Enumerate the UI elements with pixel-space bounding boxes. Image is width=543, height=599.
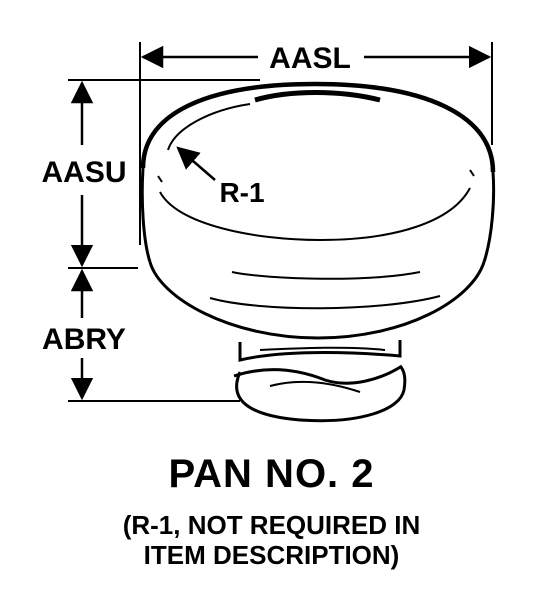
caption-title: PAN NO. 2 [168, 452, 375, 496]
head-tick-right [469, 169, 475, 177]
shank-upper-thread-crest [259, 346, 386, 351]
head-inner-contour [159, 187, 471, 242]
aasu-label: AASU [41, 156, 126, 189]
head-dome-outline [140, 81, 496, 173]
shank-thread-inner [269, 380, 361, 393]
head-bottom-outline [148, 261, 486, 340]
shank-lower-thread [235, 364, 407, 423]
screw-head [140, 81, 496, 340]
caption-note: (R-1, NOT REQUIRED IN ITEM DESCRIPTION) [0, 510, 543, 570]
shank-upper-thread [238, 340, 402, 362]
head-side-right [482, 171, 496, 263]
aasl-label: AASL [269, 42, 351, 75]
head-dome-highlight [254, 90, 381, 103]
abry-label: ABRY [42, 323, 126, 356]
head-band-line-upper [231, 271, 421, 280]
aasu-dimension: AASU [41, 79, 260, 269]
screw-shank [233, 340, 407, 423]
shank-thread-wave [233, 364, 403, 385]
abry-dimension: ABRY [42, 268, 240, 402]
caption-note-line1: (R-1, NOT REQUIRED IN [122, 510, 421, 540]
radius-label: R-1 [219, 177, 264, 208]
head-side-left [140, 167, 152, 263]
head-band-line-lower [209, 295, 441, 310]
aasl-dimension: AASL [139, 42, 493, 245]
head-tick-left [157, 175, 163, 183]
caption-note-line2: ITEM DESCRIPTION) [143, 540, 400, 570]
radius-callout: R-1 [176, 146, 265, 208]
radius-leader-arrow [176, 146, 216, 181]
head-inner-arc-left [167, 103, 251, 151]
